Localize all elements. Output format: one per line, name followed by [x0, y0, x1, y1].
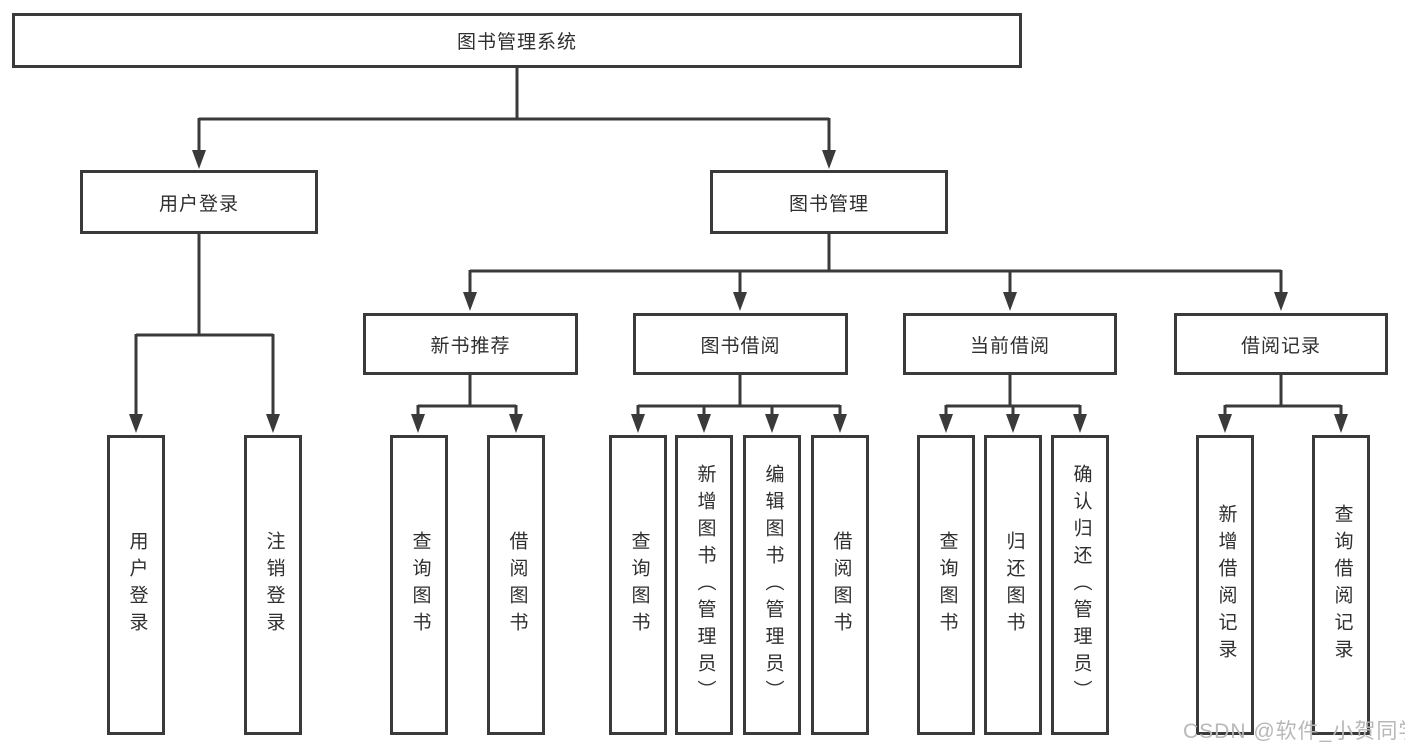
- csdn-watermark: CSDN @软件_小贺同学: [1183, 720, 1405, 743]
- node-book-management: 图书管理: [710, 170, 948, 234]
- leaf-record-add-record: 新增借阅记录: [1196, 435, 1254, 735]
- node-user-login-label: 用户登录: [158, 193, 239, 215]
- node-new-book-recommend-label: 新书推荐: [430, 335, 511, 357]
- leaf-record-query-record: 查询借阅记录: [1312, 435, 1370, 735]
- node-book-management-label: 图书管理: [788, 193, 869, 215]
- leaf-recommend-borrow-books: 借阅图书: [487, 435, 545, 735]
- arrowheads: [129, 150, 1348, 433]
- node-book-borrow: 图书借阅: [633, 313, 848, 375]
- node-new-book-recommend: 新书推荐: [363, 313, 578, 375]
- leaf-current-query-books: 查询图书: [917, 435, 975, 735]
- leaf-borrow-borrow-books: 借阅图书: [811, 435, 869, 735]
- leaf-current-return-books: 归还图书: [984, 435, 1042, 735]
- leaf-borrow-edit-books-admin: 编辑图书（管理员）: [743, 435, 801, 735]
- node-root-system: 图书管理系统: [12, 13, 1022, 68]
- leaf-current-confirm-return-admin: 确认归还（管理员）: [1051, 435, 1109, 735]
- leaf-user-login: 用户登录: [107, 435, 165, 735]
- node-current-borrow: 当前借阅: [903, 313, 1117, 375]
- node-root-system-label: 图书管理系统: [456, 32, 577, 53]
- node-borrow-record-label: 借阅记录: [1240, 335, 1321, 357]
- node-borrow-record: 借阅记录: [1174, 313, 1388, 375]
- leaf-borrow-add-books-admin: 新增图书（管理员）: [675, 435, 733, 735]
- leaf-borrow-query-books: 查询图书: [609, 435, 667, 735]
- node-current-borrow-label: 当前借阅: [969, 335, 1050, 357]
- leaf-logout: 注销登录: [244, 435, 302, 735]
- leaf-recommend-query-books: 查询图书: [390, 435, 448, 735]
- node-user-login: 用户登录: [80, 170, 318, 234]
- node-book-borrow-label: 图书借阅: [700, 335, 781, 357]
